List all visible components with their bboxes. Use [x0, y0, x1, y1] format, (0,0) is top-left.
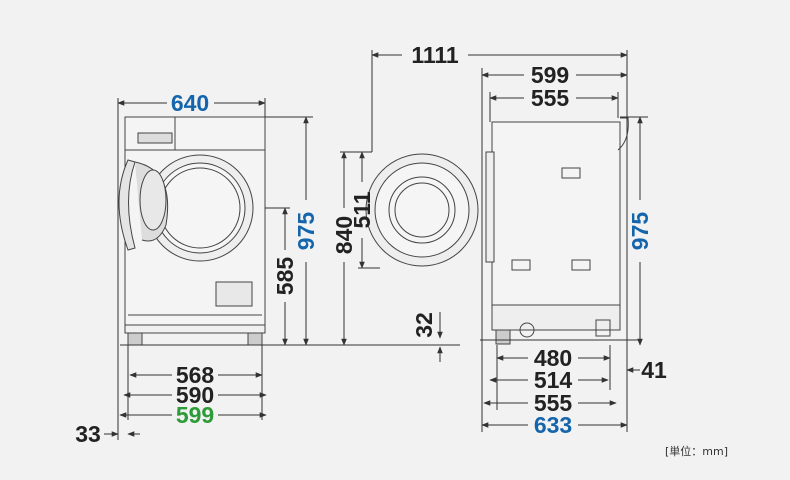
dim-foot-590: 590	[176, 382, 214, 408]
dim-side-bottom-633: 633	[534, 412, 572, 438]
dim-front-width-640: 640	[171, 90, 209, 116]
dim-side-height-975: 975	[627, 212, 653, 251]
dim-front-height-975: 975	[293, 212, 319, 251]
unit-label: [単位：mm]	[665, 444, 728, 458]
dimension-lines	[104, 50, 648, 440]
dim-foot-599: 599	[176, 402, 214, 428]
dim-side-top-555: 555	[531, 85, 570, 111]
dim-front-height-585: 585	[272, 257, 298, 296]
dim-door-height-840: 840	[331, 216, 357, 254]
dim-side-bottom-480: 480	[534, 345, 572, 371]
side-view-machine	[485, 117, 629, 345]
dim-side-top-599: 599	[531, 62, 569, 88]
dim-side-bottom-555: 555	[534, 390, 573, 416]
dim-door-diameter-511: 511	[349, 191, 375, 228]
dim-base-32: 32	[411, 312, 437, 338]
dim-offset-33: 33	[75, 421, 101, 447]
dim-door-open-1111: 1111	[411, 42, 459, 68]
dimension-labels: 640 975 585 568 590 599 33 840 511 1111 …	[75, 42, 728, 458]
dim-side-bottom-514: 514	[534, 367, 573, 393]
front-view-machine	[118, 116, 266, 346]
dim-side-offset-41: 41	[641, 357, 667, 383]
door-view	[365, 153, 479, 267]
dim-foot-568: 568	[176, 362, 215, 388]
